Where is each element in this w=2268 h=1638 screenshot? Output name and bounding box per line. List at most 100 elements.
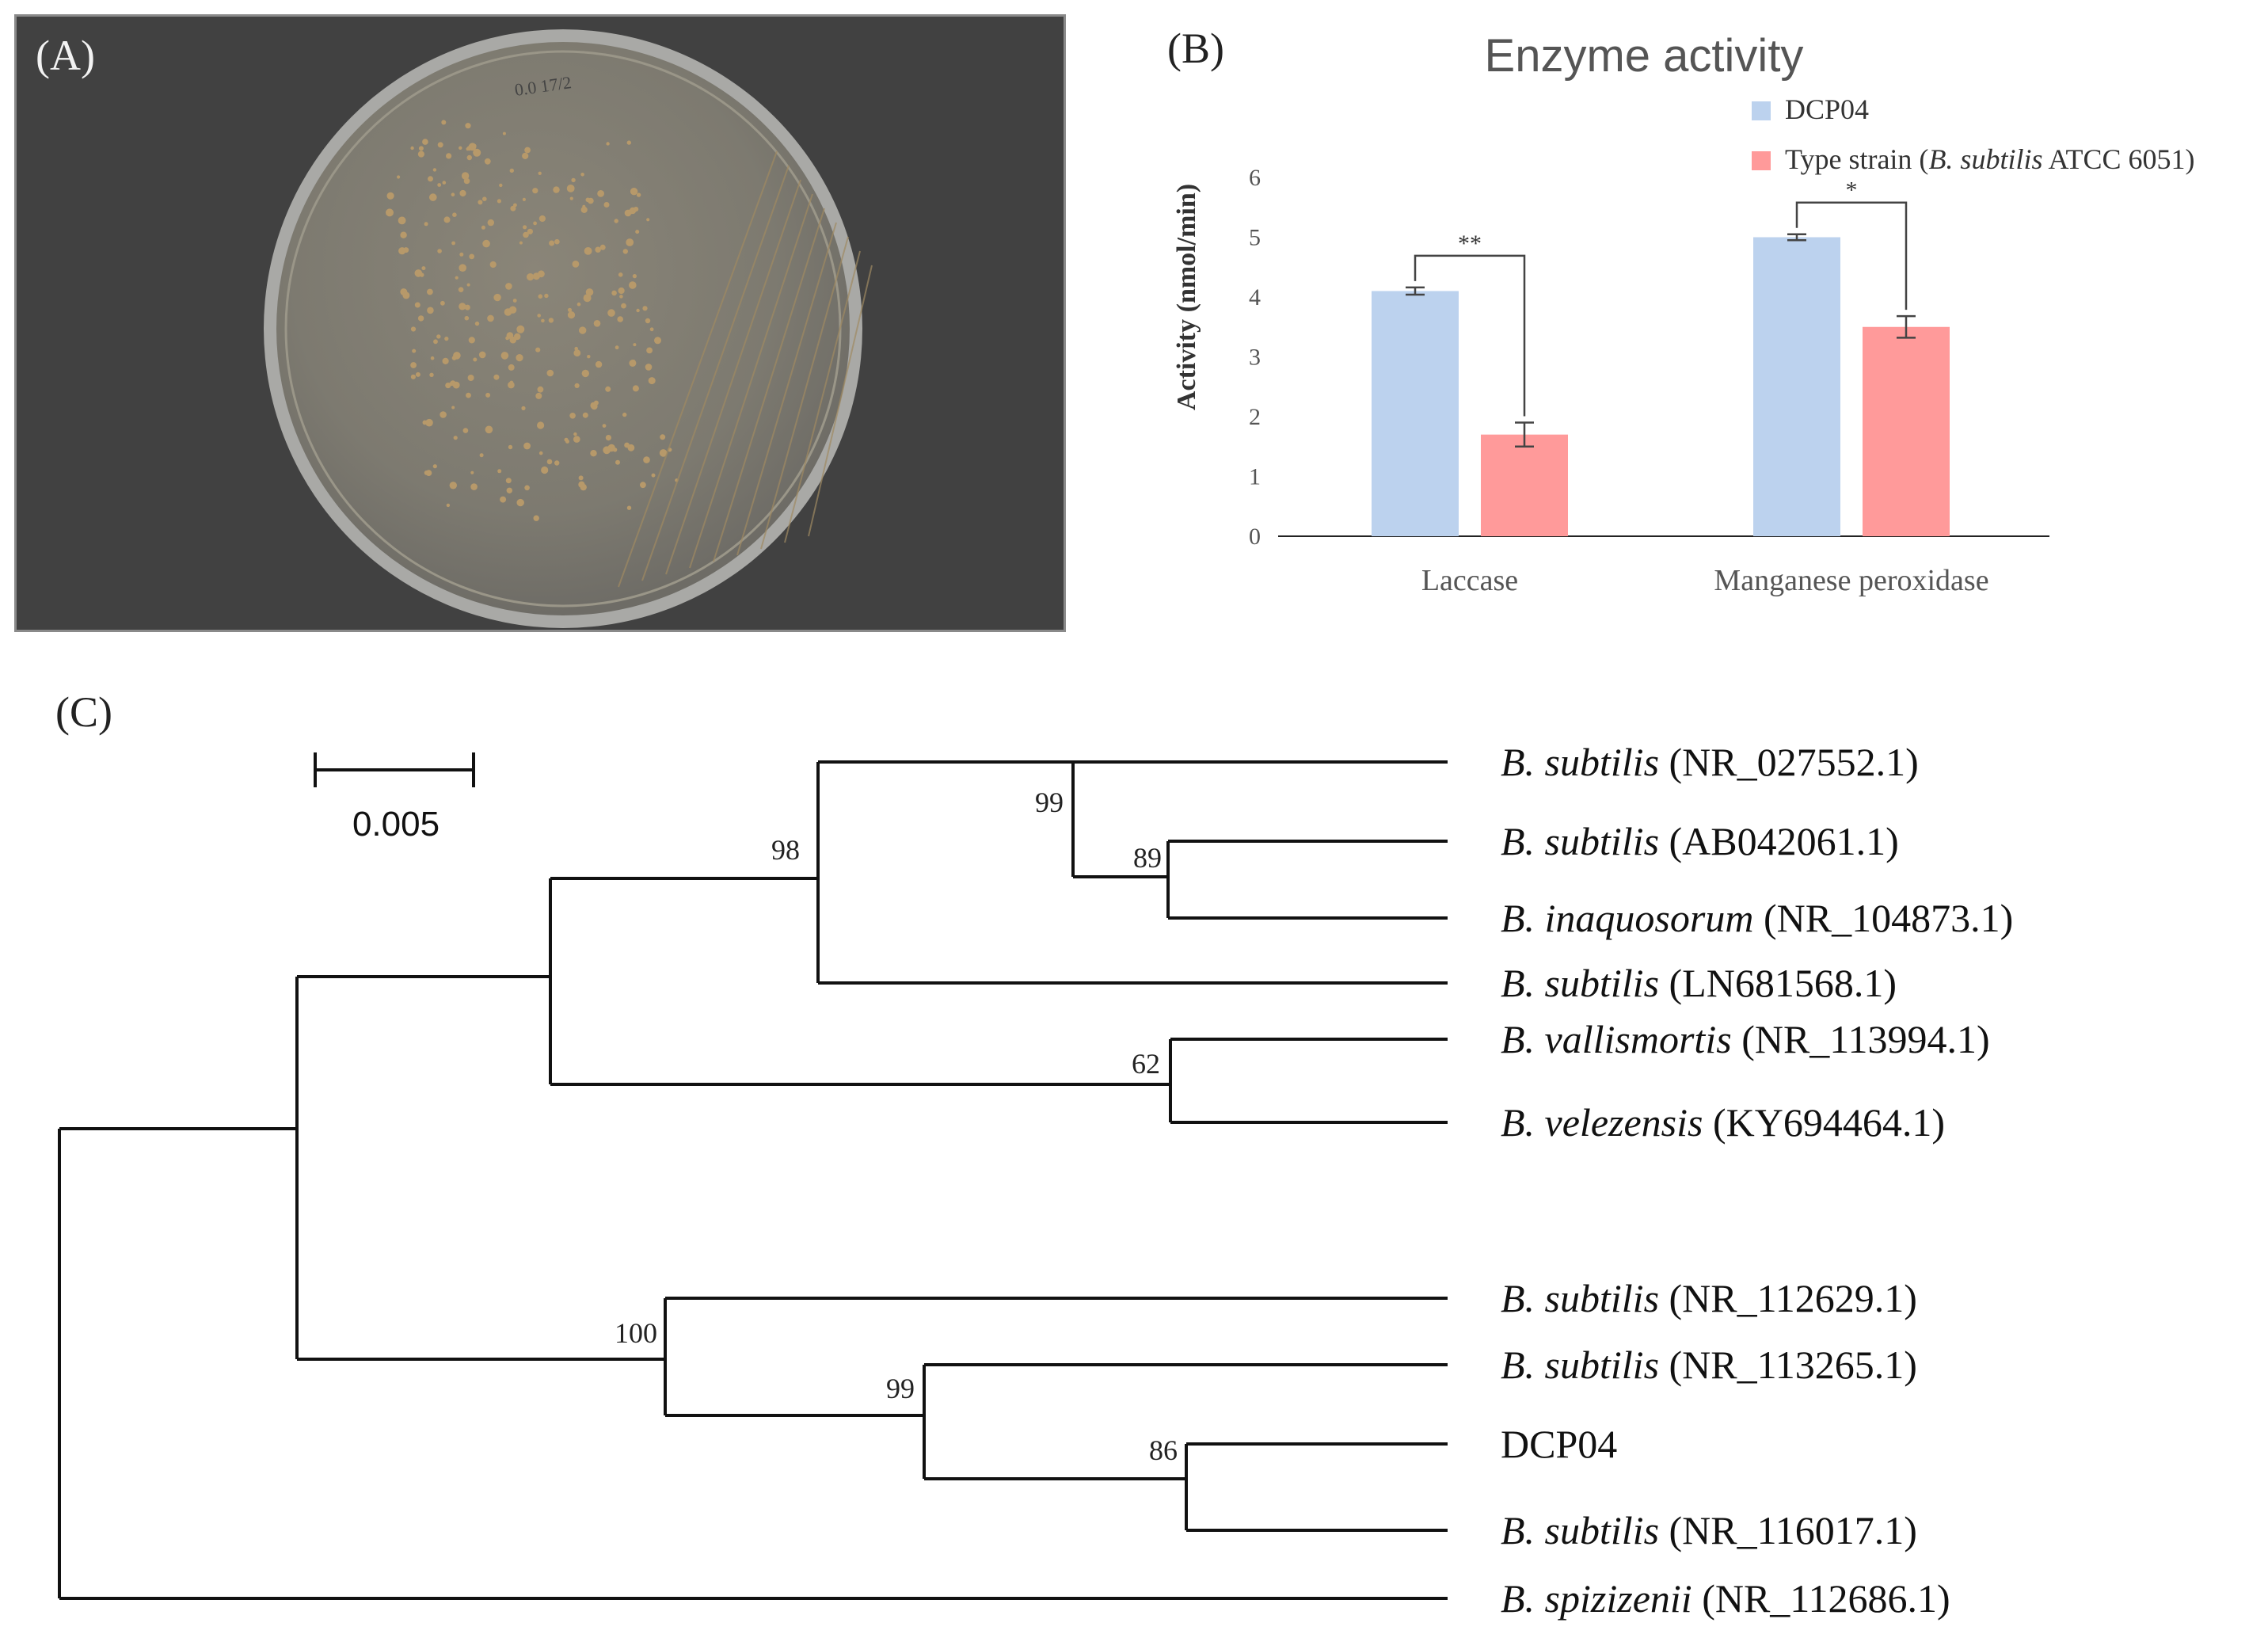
colony: [648, 377, 656, 385]
panel-a-label: (A): [36, 32, 95, 79]
colony: [465, 123, 471, 129]
bootstrap-value: 89: [1133, 842, 1162, 874]
bar: [1481, 434, 1568, 536]
colony: [567, 307, 573, 312]
colony: [618, 287, 625, 295]
colony: [506, 332, 514, 339]
colony: [571, 177, 576, 183]
panel-c-label: (C): [55, 688, 112, 736]
colony: [569, 413, 576, 419]
colony: [459, 146, 462, 150]
streak: [736, 222, 837, 556]
bacterial-colonies: [386, 120, 679, 521]
leaf-label: B. velezensis (KY694464.1): [1501, 1100, 1945, 1145]
colony: [549, 240, 555, 246]
leaf-label: B. subtilis (AB042061.1): [1501, 819, 1899, 863]
colony: [629, 281, 637, 289]
colony: [470, 470, 474, 474]
bar: [1753, 237, 1840, 536]
leaf-label: B. subtilis (LN681568.1): [1501, 961, 1897, 1005]
colony: [626, 238, 634, 246]
colony: [497, 469, 502, 474]
colony: [473, 148, 481, 157]
colony: [554, 238, 560, 245]
leaf-label: DCP04: [1501, 1422, 1617, 1466]
legend-swatch: [1752, 101, 1771, 120]
colony: [579, 326, 587, 334]
colony: [449, 482, 457, 489]
colony: [595, 246, 601, 253]
colony: [478, 200, 483, 205]
colony: [474, 321, 480, 326]
streak: [618, 150, 778, 588]
tree-branches: [58, 752, 1448, 1600]
colony: [485, 392, 491, 398]
agar-surface: [276, 42, 850, 615]
colony: [479, 453, 484, 458]
colony: [386, 208, 394, 217]
colony: [452, 381, 460, 389]
colony: [415, 371, 420, 377]
colony: [446, 153, 452, 159]
colony: [425, 470, 432, 476]
colony: [410, 326, 417, 332]
colony: [461, 172, 470, 180]
colony: [615, 459, 620, 465]
colony: [537, 421, 545, 429]
colony: [524, 147, 531, 154]
colony: [497, 199, 502, 204]
colony: [418, 146, 424, 151]
colony: [516, 498, 524, 507]
culture-plate-photo: (A) 0.0 17/2: [14, 14, 1066, 632]
colony: [548, 318, 554, 323]
colony: [640, 482, 646, 489]
bar: [1372, 291, 1459, 536]
colony: [508, 444, 513, 450]
colony: [433, 339, 438, 345]
colony: [466, 147, 470, 151]
colony: [398, 247, 406, 255]
y-tick-label: 5: [1249, 225, 1261, 251]
colony: [597, 190, 604, 197]
colony: [645, 318, 651, 324]
colony: [619, 295, 623, 299]
colony: [595, 360, 603, 368]
colony: [603, 202, 610, 208]
colony: [428, 176, 433, 182]
colony: [646, 347, 653, 354]
colony: [573, 432, 577, 436]
colony: [453, 352, 461, 360]
colony: [482, 196, 487, 201]
colony: [516, 354, 523, 362]
colony: [487, 314, 494, 322]
colony: [630, 188, 638, 196]
colony: [577, 302, 581, 307]
colony: [410, 374, 416, 379]
colony: [580, 483, 587, 491]
colony: [510, 205, 516, 211]
colony: [432, 464, 437, 469]
chart-title: Enzyme activity: [1485, 30, 1804, 82]
colony: [580, 173, 584, 177]
colony: [493, 293, 501, 302]
colony: [633, 343, 637, 347]
colony: [660, 434, 666, 440]
colony: [569, 196, 573, 200]
colony: [464, 304, 470, 310]
colony: [607, 309, 615, 317]
colony: [572, 261, 580, 268]
leaf-label: B. subtilis (NR_112629.1): [1501, 1276, 1917, 1320]
bootstrap-value: 100: [615, 1317, 657, 1349]
colony: [437, 183, 442, 187]
colony: [493, 374, 500, 380]
colony: [455, 276, 459, 280]
colony: [617, 316, 623, 322]
significance-bracket: [1795, 201, 1908, 310]
colony: [605, 386, 611, 392]
colony: [442, 181, 447, 185]
colony: [631, 360, 636, 364]
colony: [605, 435, 612, 441]
streak: [808, 265, 873, 537]
colony: [611, 290, 617, 296]
colony: [451, 192, 455, 196]
